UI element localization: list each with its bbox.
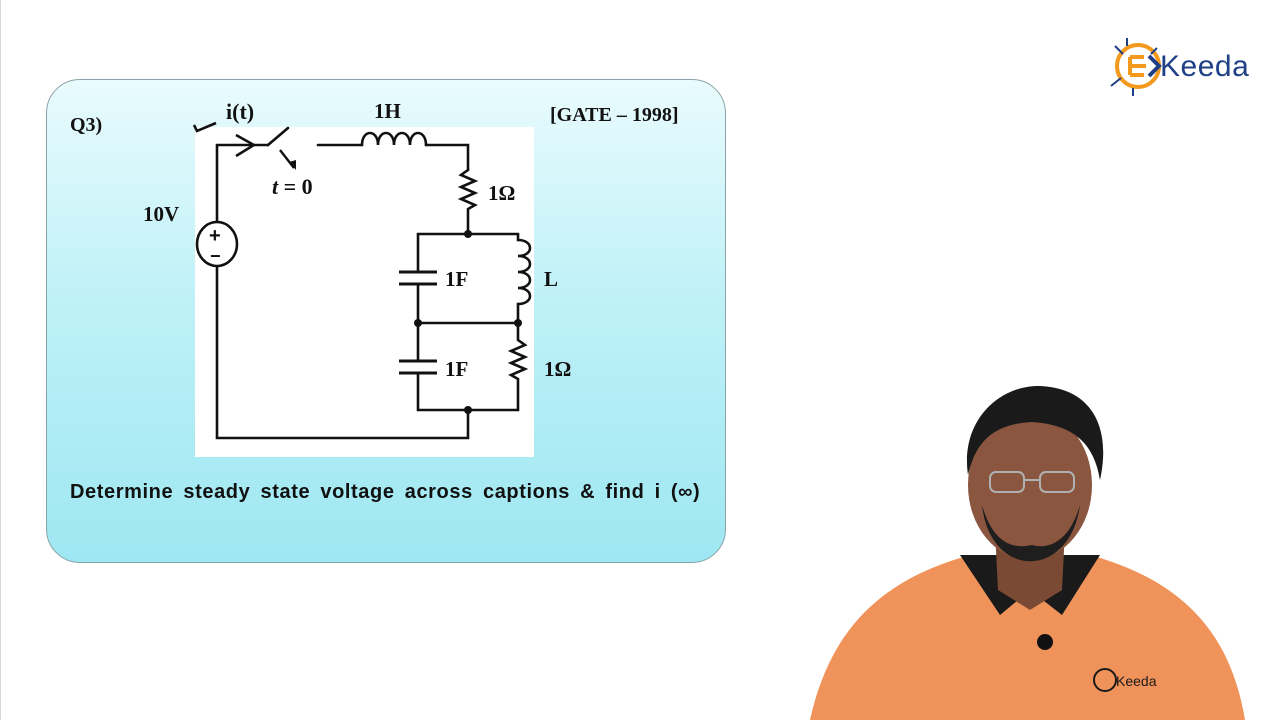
inductor-1h-label: 1H: [374, 99, 401, 123]
presenter-image: Keeda: [810, 385, 1245, 720]
junction-dot: [514, 319, 522, 327]
resistor-right-label: 1Ω: [544, 357, 572, 381]
resistor-top: [457, 168, 479, 236]
inductor-l: [516, 232, 532, 325]
question-number: Q3): [70, 114, 103, 136]
junction-dot: [414, 319, 422, 327]
glasses-left: [989, 471, 1025, 493]
junction-dot: [464, 230, 472, 238]
switch-time-label: t = 0: [272, 174, 313, 199]
current-arrow-icon: [235, 133, 257, 158]
tick-mark-icon: [192, 121, 217, 133]
source-plus: +: [209, 225, 221, 247]
wire-top-right-2: [424, 143, 470, 172]
voltage-source: [195, 220, 239, 268]
ekeeda-logo: [1105, 26, 1265, 104]
inductor-1h: [360, 131, 428, 147]
question-prompt: Determine steady state voltage across ca…: [70, 481, 701, 503]
shirt-logo-icon: [1093, 668, 1117, 692]
face: [968, 410, 1092, 560]
shirt-logo-text: Keeda: [1116, 673, 1157, 689]
beard: [982, 505, 1080, 562]
current-label: i(t): [226, 99, 255, 124]
circuit-panel: [195, 127, 534, 457]
question-source: [GATE – 1998]: [550, 104, 679, 126]
inductor-l-label: L: [544, 267, 559, 291]
wire-left-bottom: [215, 264, 470, 440]
hair: [966, 385, 1104, 480]
resistor-top-label: 1Ω: [488, 181, 516, 205]
shirt: [810, 555, 1245, 720]
wire-cap2-bottom: [416, 371, 520, 412]
ekeeda-logo-text: Keeda: [1160, 50, 1250, 83]
switch-arrow-head: [289, 160, 296, 170]
capacitor-lower-label: 1F: [445, 357, 469, 381]
switch-blade: [266, 126, 290, 147]
glasses-right: [1039, 471, 1075, 493]
capacitor-upper-label: 1F: [445, 267, 469, 291]
source-voltage-label: 10V: [143, 202, 180, 226]
source-minus: −: [210, 246, 221, 266]
junction-dot: [464, 406, 472, 414]
microphone: [1037, 634, 1053, 650]
resistor-right: [507, 321, 529, 412]
